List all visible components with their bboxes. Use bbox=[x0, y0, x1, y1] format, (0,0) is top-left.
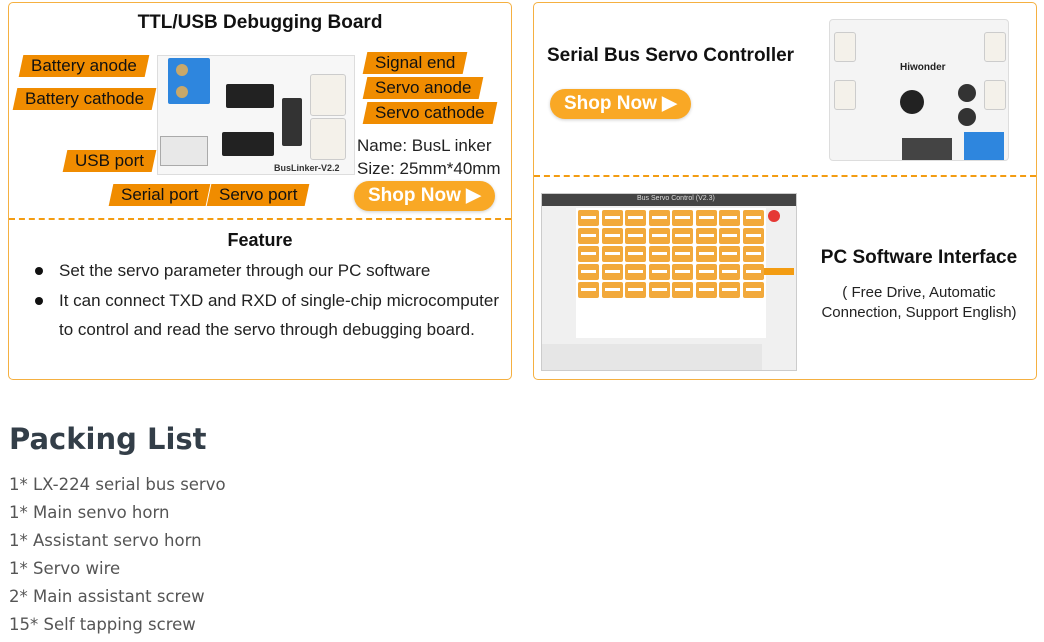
packing-item: 15* Self tapping screw bbox=[9, 615, 196, 634]
servo-tile bbox=[672, 246, 693, 262]
servo-tile bbox=[601, 246, 623, 262]
servo-tile bbox=[742, 282, 764, 298]
servo-tile bbox=[695, 264, 717, 280]
board-name: Name: BusL inker bbox=[357, 136, 492, 155]
packing-item: 2* Main assistant screw bbox=[9, 587, 205, 606]
packing-list-title: Packing List bbox=[9, 422, 207, 456]
debugging-board-card: TTL/USB Debugging Board BusLinker-V2.2 B… bbox=[8, 2, 512, 380]
software-screenshot: Bus Servo Control (V2.3) bbox=[541, 193, 797, 371]
debug-board-image: BusLinker-V2.2 bbox=[157, 55, 355, 175]
label-servo-port: Servo port bbox=[206, 184, 310, 206]
servo-tile bbox=[601, 210, 623, 226]
label-serial-port: Serial port bbox=[108, 184, 211, 206]
servo-tile bbox=[695, 246, 717, 262]
servo-tile bbox=[578, 264, 599, 280]
servo-tile bbox=[578, 282, 599, 298]
servo-tile bbox=[742, 246, 764, 262]
feature-item: Set the servo parameter through our PC s… bbox=[35, 256, 495, 285]
servo-tile bbox=[578, 210, 599, 226]
board-marking: BusLinker-V2.2 bbox=[274, 163, 340, 173]
controller-card: Serial Bus Servo Controller Shop Now ▶ H… bbox=[533, 2, 1037, 380]
servo-tile bbox=[695, 228, 717, 244]
servo-tile bbox=[625, 246, 646, 262]
debug-board-title: TTL/USB Debugging Board bbox=[137, 12, 383, 33]
servo-tile bbox=[625, 210, 646, 226]
feature-title: Feature bbox=[227, 230, 293, 250]
servo-tile bbox=[648, 228, 670, 244]
servo-tile bbox=[648, 210, 670, 226]
shop-now-button[interactable]: Shop Now ▶ bbox=[354, 181, 495, 211]
servo-tile bbox=[625, 228, 646, 244]
servo-tile bbox=[648, 264, 670, 280]
feature-item: It can connect TXD and RXD of single-chi… bbox=[35, 286, 505, 344]
servo-tile bbox=[672, 210, 693, 226]
label-battery-cathode: Battery cathode bbox=[12, 88, 157, 110]
packing-item: 1* LX-224 serial bus servo bbox=[9, 475, 226, 494]
label-usb-port: USB port bbox=[62, 150, 157, 172]
packing-item: 1* Servo wire bbox=[9, 559, 121, 578]
label-signal-end: Signal end bbox=[362, 52, 468, 74]
servo-tile bbox=[672, 282, 693, 298]
servo-tile bbox=[648, 246, 670, 262]
servo-tile bbox=[672, 228, 693, 244]
servo-tile bbox=[719, 210, 740, 226]
servo-tile bbox=[601, 282, 623, 298]
servo-tile bbox=[601, 228, 623, 244]
servo-tile bbox=[719, 228, 740, 244]
board-size: Size: 25mm*40mm bbox=[357, 159, 501, 178]
label-servo-cathode: Servo cathode bbox=[362, 102, 497, 124]
servo-tile bbox=[695, 282, 717, 298]
servo-tile bbox=[719, 246, 740, 262]
servo-tile bbox=[742, 228, 764, 244]
servo-tile bbox=[648, 282, 670, 298]
servo-tile bbox=[578, 246, 599, 262]
label-battery-anode: Battery anode bbox=[18, 55, 150, 77]
label-servo-anode: Servo anode bbox=[362, 77, 484, 99]
software-subtitle: ( Free Drive, Automatic Connection, Supp… bbox=[821, 284, 1017, 321]
servo-tile bbox=[695, 210, 717, 226]
packing-item: 1* Main senvo horn bbox=[9, 503, 170, 522]
software-title: PC Software Interface bbox=[820, 247, 1018, 268]
servo-tile bbox=[601, 264, 623, 280]
controller-title: Serial Bus Servo Controller bbox=[547, 45, 795, 66]
servo-tile bbox=[719, 282, 740, 298]
servo-tile bbox=[719, 264, 740, 280]
servo-tile bbox=[672, 264, 693, 280]
servo-tile bbox=[625, 282, 646, 298]
shop-now-button[interactable]: Shop Now ▶ bbox=[550, 89, 691, 119]
software-window-title: Bus Servo Control (V2.3) bbox=[637, 195, 715, 202]
servo-tile bbox=[742, 264, 764, 280]
packing-item: 1* Assistant servo horn bbox=[9, 531, 202, 550]
controller-brand: Hiwonder bbox=[900, 62, 946, 73]
controller-image: Hiwonder bbox=[829, 19, 1009, 161]
servo-tile bbox=[578, 228, 599, 244]
servo-tile bbox=[625, 264, 646, 280]
servo-tile bbox=[742, 210, 764, 226]
